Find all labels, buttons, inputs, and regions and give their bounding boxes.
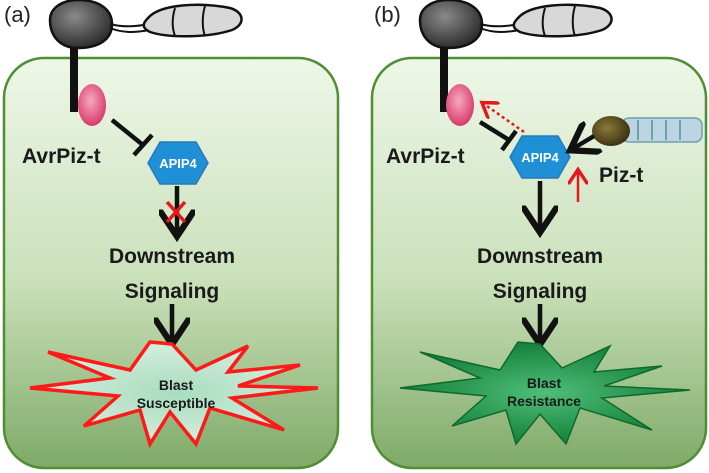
red-cross-mark (165, 200, 187, 224)
piz-t-receptor (592, 116, 703, 146)
receptor-label: Piz-t (599, 164, 643, 187)
effector-label-a: AvrPiz-t (22, 145, 101, 168)
fungus-spore-a (48, 0, 243, 112)
blast-susceptible-burst (29, 340, 319, 449)
apip4-label-b: APIP4 (521, 150, 559, 165)
outcome-line1-b: Blast (527, 375, 562, 391)
panel-b: (b) AvrPiz-t APIP4 Piz-t (370, 0, 708, 470)
fungus-spore-b (418, 0, 613, 112)
pathway-line1-b: Downstream (477, 245, 603, 268)
panel-b-label: (b) (374, 2, 401, 27)
pathway-line2-b: Signaling (493, 280, 588, 303)
outcome-line1-a: Blast (159, 377, 194, 393)
outcome-line2-a: Susceptible (137, 395, 216, 411)
inhibition-line-b (478, 120, 511, 142)
panel-a-label: (a) (4, 2, 31, 27)
avrpiz-t-effector-a (78, 84, 106, 126)
avrpiz-t-effector-b (446, 84, 474, 126)
piz-t-binding-arrow (574, 136, 594, 148)
pathway-line1-a: Downstream (109, 245, 235, 268)
apip4-hexagon-b (509, 135, 571, 179)
outcome-line2-b: Resistance (507, 393, 581, 409)
dotted-red-arrow (484, 104, 525, 134)
apip4-label-a: APIP4 (159, 156, 197, 171)
panel-a: (a) AvrPiz-t APIP4 Downstream Signaling (2, 0, 340, 470)
blast-resistance-burst (399, 341, 691, 446)
pathway-line2-a: Signaling (125, 280, 220, 303)
effector-label-b: AvrPiz-t (386, 145, 465, 168)
apip4-hexagon-a (147, 141, 209, 185)
inhibition-line-a (110, 118, 145, 147)
